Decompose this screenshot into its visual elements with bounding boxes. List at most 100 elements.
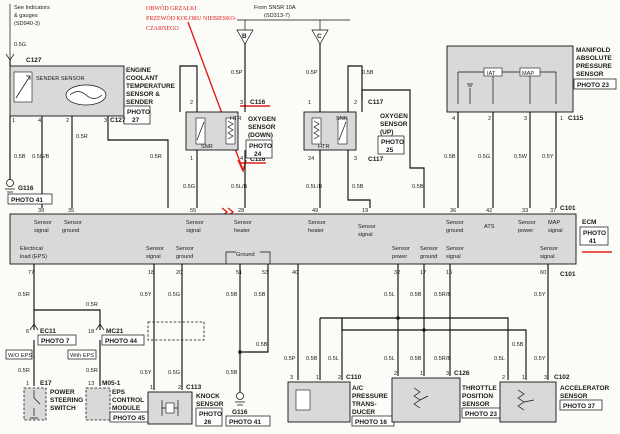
acc-title-2: SENSOR [560, 393, 588, 400]
wire-acc-signal-color-2: 0.5Y [534, 356, 546, 362]
o2-up-htr-label: HTR [318, 144, 330, 150]
ecm-bottom-pin-number: 20 [176, 270, 182, 276]
knock-piezo-element [165, 402, 175, 414]
ground-g116-bottom-symbol [236, 392, 244, 400]
c126-label: C126 [454, 370, 470, 377]
wire-tps-ground-color-2: 0.5B [410, 356, 422, 362]
photo24-label: PHOTO [249, 143, 272, 150]
c101-top-label: C101 [560, 205, 576, 212]
wire-o2up-2-color: 0.5B [362, 70, 374, 76]
wire-eps-branch-color: 0.5R [86, 302, 98, 308]
wire-o2up-feed-color: 0.5P [306, 70, 318, 76]
wire-ecm-ground-53 [240, 264, 269, 353]
ecm-bottom-pin-label: Sensor [446, 246, 464, 252]
ecm-top-pin-label: ground [446, 228, 463, 234]
pin-2-o2up: 2 [354, 100, 357, 106]
ecm-bottom-pin-number: 53 [262, 270, 268, 276]
c117-bottom-label: C117 [368, 156, 384, 163]
ac-title-1: A/C [352, 385, 364, 392]
sender-resistor-symbol [15, 75, 31, 99]
map-title-2: ABSOLUTE [576, 55, 612, 62]
c110-label: C110 [346, 374, 362, 381]
coolant-title-1: ENGINE [126, 67, 152, 74]
pin-1-knock: 1 [150, 385, 153, 391]
photo41-bottom-label: PHOTO 41 [229, 419, 261, 426]
photo44-box [101, 334, 145, 346]
photo25-box [377, 135, 405, 155]
wire-coolant-3-color: 0.5R [150, 154, 162, 160]
from-snsr-label: From SNSR 10A [254, 5, 296, 11]
ecm-bottom-pin-labels: Electrical load (EPS) Sensor signal Sens… [20, 246, 558, 260]
o2down-title-1: OXYGEN [248, 116, 276, 123]
photo23-box [573, 78, 617, 90]
ecm-top-pin-label: Sensor [358, 224, 376, 230]
wire-shared-ground-run [361, 89, 425, 208]
iat-label: IAT [487, 71, 496, 77]
eps-control-module-box [85, 387, 111, 421]
knock-shield-outline [147, 321, 205, 341]
map-sensor-box [446, 45, 574, 113]
pin-1-acc: 1 [522, 375, 525, 381]
wire-o2down-2 [179, 65, 198, 112]
wire-knock-ground-color-2: 0.5G [168, 370, 180, 376]
ecm-bottom-pin-label: load (EPS) [20, 254, 47, 260]
pin-3-coolant: 3 [104, 118, 107, 124]
accelerator-sensor-box [499, 381, 557, 423]
wire-knock-signal-color-2: 0.5Y [140, 370, 152, 376]
pin-3-acc: 3 [544, 375, 547, 381]
photo25-label: PHOTO [381, 139, 404, 146]
wire-tps-power-color-2: 0.5L [384, 356, 395, 362]
coolant-title-2: COOLANT [126, 75, 158, 82]
ac-title-3: TRANS- [352, 401, 377, 408]
eps-title-3: MODULE [112, 405, 141, 412]
photo44-label: PHOTO 44 [105, 338, 137, 345]
wire-eps-lower-color-2: 0.5R [86, 368, 98, 374]
ac-title-2: PRESSURE [352, 393, 388, 400]
ps-title-1: POWER [50, 389, 75, 396]
ecm-photo-box [579, 226, 609, 246]
photo26-box [195, 407, 223, 427]
wire-coolant-4-color: 0.5G/B [32, 154, 50, 160]
pin-1-tps: 1 [420, 371, 423, 377]
ecm-bottom-pin-group: 77 18 20 51 53 40 32 17 16 60 [28, 270, 546, 276]
ecm-top-pin-label: Sensor [234, 220, 252, 226]
ac-title-4: DUCER [352, 409, 375, 416]
power-steering-switch-symbol [30, 390, 41, 419]
ecm-top-pin-label: power [518, 228, 533, 234]
coolant-title-4: SENSOR & [126, 91, 160, 98]
ecm-ground-bracket [225, 251, 271, 264]
pin-3-tps: 3 [446, 371, 449, 377]
wire-ac-ground-color: 0.5L [328, 356, 339, 362]
c116-top-label: C116 [250, 99, 266, 106]
ecm-top-pin-label: signal [358, 232, 373, 238]
knock-title-1: KNOCK [196, 393, 220, 400]
ecm-bottom-pin-number: 40 [292, 270, 298, 276]
wire-map-2-color: 0.5G [478, 154, 490, 160]
pin-1-coolant: 1 [12, 118, 15, 124]
eps-title-2: CONTROL [112, 397, 144, 404]
photo25-num: 25 [386, 147, 394, 154]
o2-down-htr-label: HTR [230, 116, 242, 122]
pin-1-o2up: 1 [308, 100, 311, 106]
wo-eps-tag [5, 349, 33, 360]
wire-acc-power-color: 0.5L [494, 356, 505, 362]
ecm-top-pin-label: Sensor [64, 220, 82, 226]
wire-o2up-signal [347, 150, 371, 208]
photo27-num: 27 [132, 117, 140, 124]
ecm-bottom-pin-number: 17 [420, 270, 426, 276]
ecm-top-pin-number: 19 [362, 208, 368, 214]
pin-2-acc: 2 [502, 375, 505, 381]
ecm-top-pin-number: 55 [190, 208, 196, 214]
photo37-box [559, 399, 603, 411]
photo45-label: PHOTO 45 [113, 415, 145, 422]
ac-sensing-element [295, 389, 311, 411]
wire-coolant-2-color: 0.5R [76, 134, 88, 140]
tps-potentiometer-symbol [413, 387, 429, 409]
ecm-top-pin-number: 39 [38, 208, 44, 214]
wire-eps-lower [33, 340, 101, 386]
o2down-title-2: SENSOR [248, 124, 276, 131]
wire-o2down-feed-color: 0.5P [231, 70, 243, 76]
power-steering-switch-box [23, 387, 47, 421]
ecm-bottom-pin-number: 16 [446, 270, 452, 276]
coolant-title-5: SENDER [126, 99, 153, 106]
